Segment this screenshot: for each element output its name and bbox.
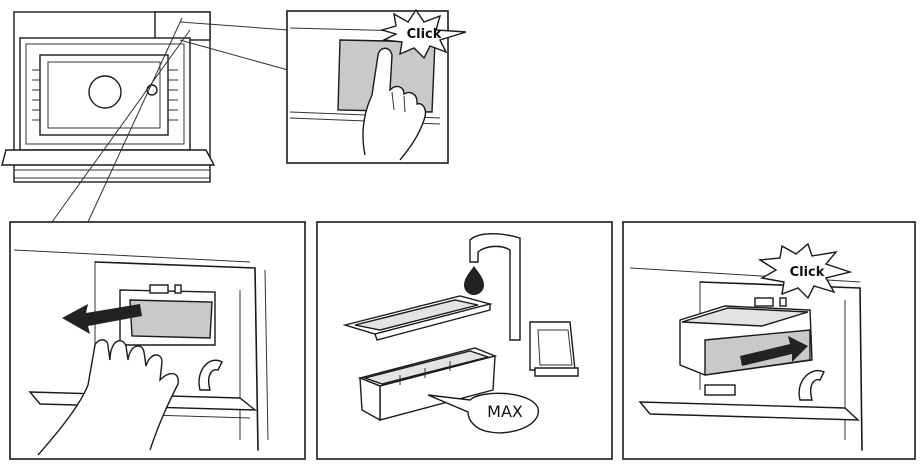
steam-nozzle-right — [798, 369, 825, 401]
tank-latch — [149, 284, 169, 294]
step-press-cover: Click — [286, 8, 467, 164]
oven-back-wall — [47, 61, 161, 129]
starburst-icon — [757, 242, 853, 300]
click-label-bottom: Click — [790, 265, 825, 280]
water-tank-left — [129, 299, 213, 339]
max-callout — [427, 392, 539, 434]
shelf-rails-left — [32, 69, 40, 121]
arrow-left-icon — [62, 304, 142, 334]
oven-shelf-right — [638, 401, 860, 421]
faucet-base — [529, 321, 576, 371]
shelf-support — [704, 384, 736, 396]
oven-door-open — [1, 149, 216, 166]
pulling-hand — [37, 339, 179, 456]
tank-latch-right-small — [779, 297, 787, 307]
step-fill-tank: MAX — [316, 221, 613, 460]
tank-latch-right — [754, 297, 774, 307]
fan-cover — [88, 75, 122, 109]
step-insert-tank: Click — [622, 221, 916, 460]
shelf-rails-right — [168, 69, 178, 121]
oven-inner-frame — [25, 43, 185, 145]
steam-nozzle — [198, 359, 223, 391]
pressing-hand — [362, 47, 427, 161]
faucet-foot — [534, 367, 579, 377]
step-pull-tank — [9, 221, 306, 460]
max-label: MAX — [487, 402, 523, 421]
oven-overview — [1, 11, 216, 183]
tank-latch-small — [174, 284, 182, 294]
click-label-top: Click — [407, 27, 442, 42]
starburst-icon — [379, 8, 467, 60]
faucet — [469, 233, 521, 341]
oven-control-area — [154, 11, 211, 41]
zoom-lines-top — [179, 21, 289, 71]
water-drop-icon — [464, 266, 484, 295]
zoom-lines-bottom — [51, 17, 191, 223]
arrow-right-icon — [740, 336, 808, 366]
